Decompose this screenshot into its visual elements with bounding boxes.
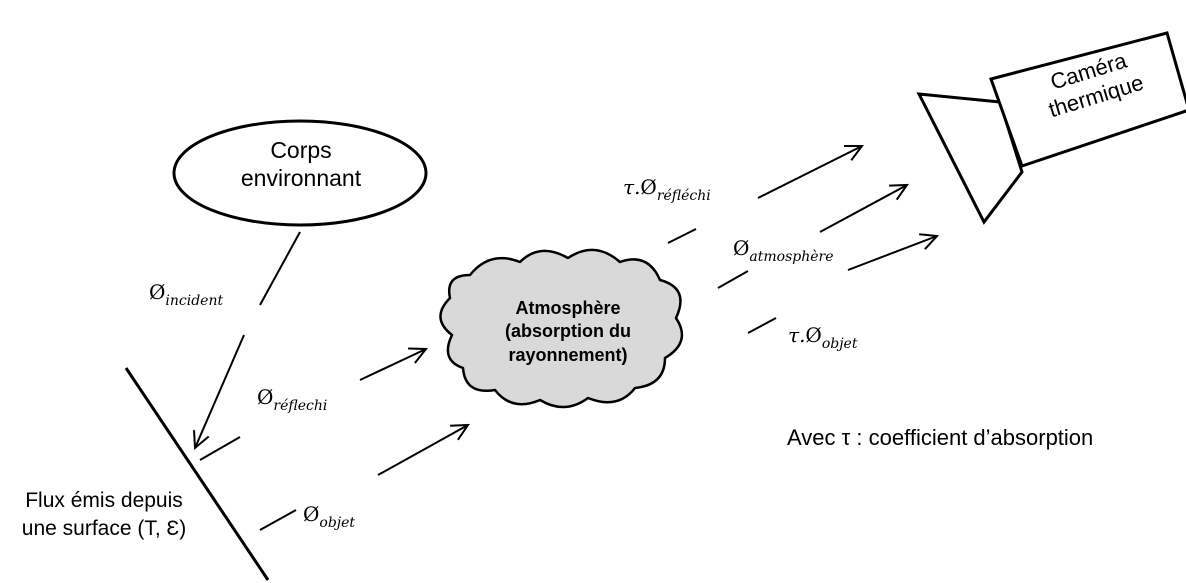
phi-symbol: Ø [733, 236, 750, 260]
object-arrow-left [259, 509, 297, 531]
reflected-arrow-right [359, 349, 426, 381]
flux-reflected-subscript: réflechi [273, 398, 328, 414]
flux-reflected-out-subscript: réfléchi [656, 188, 711, 204]
phi-symbol: Ø [303, 502, 320, 526]
atmosphere-out-arrow-left [717, 270, 749, 289]
source-label-line2: environnant [240, 164, 362, 191]
tau-prefix: τ. [623, 175, 641, 199]
object-out-arrow-left [747, 317, 777, 334]
flux-atmosphere-label: Øatmosphère [733, 236, 834, 266]
reflected-out-arrow-right [757, 146, 862, 199]
reflected-out-arrow-left [667, 228, 697, 244]
flux-object-out-label: τ.Øobjet [788, 323, 857, 353]
incident-arrow-lower [195, 334, 245, 448]
phi-symbol: Ø [257, 385, 274, 409]
flux-atmosphere-subscript: atmosphère [749, 249, 834, 265]
atmosphere-label-line3: rayonnement) [508, 344, 628, 365]
source-ellipse [172, 119, 428, 227]
atmosphere-label: Atmosphère (absorption du rayonnement) [460, 297, 676, 367]
flux-reflected-out-label: τ.Øréfléchi [623, 175, 711, 205]
atmosphere-label-line2: (absorption du [505, 321, 631, 342]
flux-object-label: Øobjet [303, 502, 355, 532]
surface-label: Flux émis depuis une surface (T, Ɛ) [2, 487, 206, 544]
flux-object-subscript: objet [319, 515, 356, 531]
phi-symbol: Ø [805, 323, 822, 347]
legend-text: Avec τ : coefficient d’absorption [787, 425, 1094, 450]
surface-label-line2: une surface (T, Ɛ) [21, 517, 187, 541]
phi-symbol: Ø [640, 175, 657, 199]
reflected-arrow-left [199, 436, 241, 461]
flux-reflected-label: Øréflechi [257, 385, 327, 415]
flux-object-out-subscript: objet [821, 336, 858, 352]
source-label: Corps environnant [240, 137, 362, 192]
flux-incident-subscript: incident [165, 293, 224, 309]
camera-body [989, 31, 1186, 168]
phi-symbol: Ø [149, 280, 166, 304]
object-arrow-right [377, 425, 468, 476]
tau-prefix: τ. [788, 323, 806, 347]
surface-label-line1: Flux émis depuis [25, 489, 183, 512]
incident-arrow-upper [259, 231, 301, 306]
atmosphere-label-line1: Atmosphère [515, 298, 621, 318]
atmosphere-out-arrow-right [819, 185, 907, 233]
source-label-line1: Corps [270, 137, 332, 163]
surface-line [124, 367, 270, 581]
camera-lens [916, 92, 1024, 225]
object-out-arrow-right [847, 236, 937, 271]
atmosphere-cloud [439, 248, 684, 409]
flux-incident-label: Øincident [149, 280, 223, 310]
